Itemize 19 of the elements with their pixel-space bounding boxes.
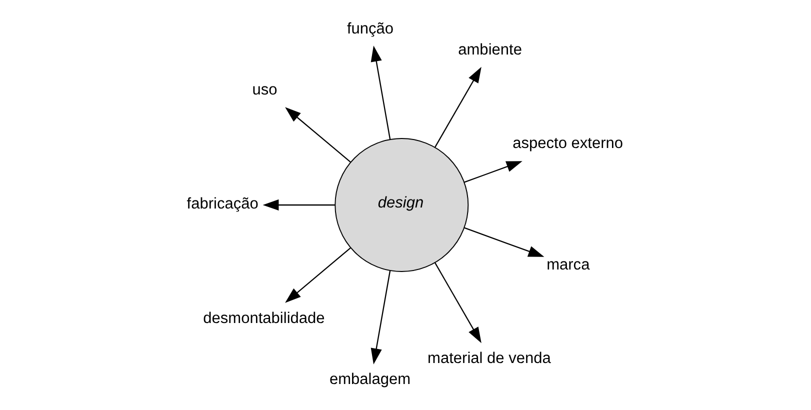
node-circle: design xyxy=(334,138,468,272)
arrow xyxy=(434,66,481,148)
node-text: embalagem xyxy=(328,370,410,388)
node-text: função xyxy=(346,20,394,38)
arrow xyxy=(434,262,481,344)
node-text: desmontabilidade xyxy=(202,310,324,328)
arrow xyxy=(262,199,335,211)
node-text: marca xyxy=(546,256,590,274)
node-text: fabricação xyxy=(186,196,258,213)
arrow xyxy=(370,270,390,364)
arrow xyxy=(284,247,350,303)
arrow xyxy=(284,107,350,163)
node-text: aspecto externo xyxy=(512,134,623,152)
node-text: material de venda xyxy=(427,350,550,367)
arrow xyxy=(370,46,390,140)
node-text: ambiente xyxy=(458,42,522,59)
arrow xyxy=(464,227,544,257)
arrow xyxy=(464,161,522,183)
node-text: uso xyxy=(252,81,277,98)
